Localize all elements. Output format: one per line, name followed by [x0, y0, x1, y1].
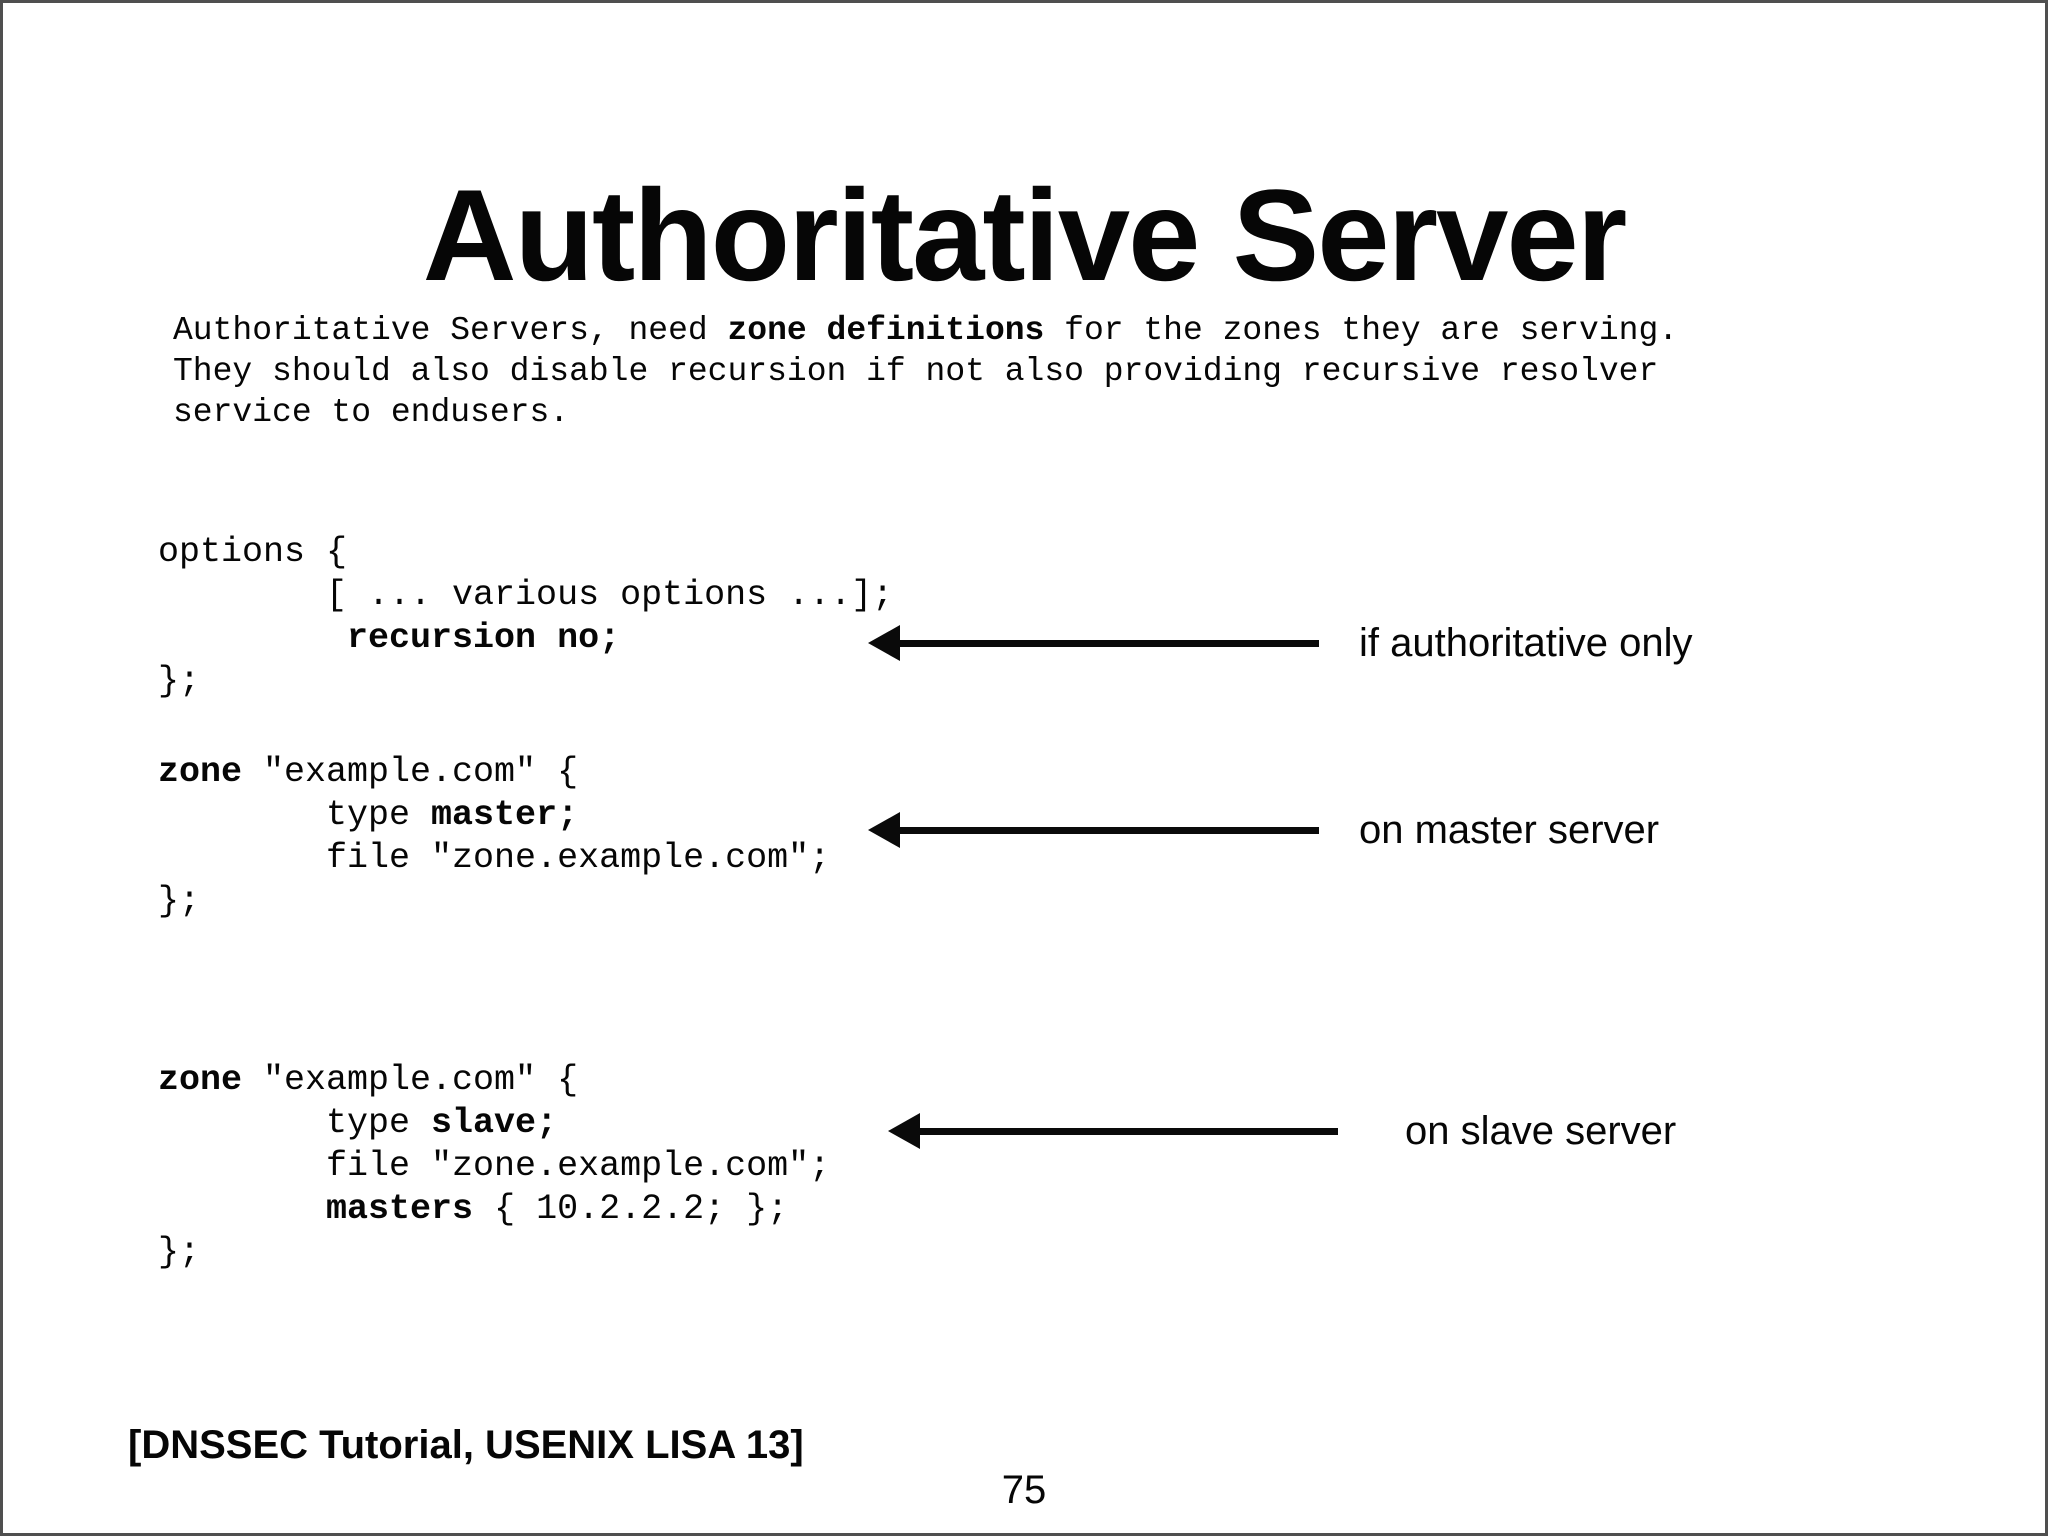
code-block-zone-slave: zone "example.com" { type slave; file "z…	[158, 1059, 830, 1274]
arrow-shaft	[896, 826, 1319, 834]
arrow-shaft	[916, 1127, 1338, 1135]
code-line: zone "example.com" {	[158, 751, 830, 794]
code-line: type slave;	[158, 1102, 830, 1145]
intro-text-lead: Authoritative Servers, need	[173, 312, 728, 349]
intro-text-bold-zone-definitions: zone definitions	[727, 312, 1045, 349]
code-text: options {	[158, 532, 348, 572]
code-text: "example.com" {	[242, 1060, 579, 1100]
code-line: };	[158, 880, 830, 923]
code-text-bold-zone: zone	[158, 1060, 243, 1100]
code-line: options {	[158, 531, 893, 574]
code-text-bold-masters: masters	[326, 1189, 474, 1229]
code-block-zone-master: zone "example.com" { type master; file "…	[158, 751, 830, 923]
code-text-bold-recursion-no: recursion no;	[347, 618, 621, 658]
code-text: type	[158, 1103, 432, 1143]
code-text: file "zone.example.com";	[158, 1146, 831, 1186]
code-line: file "zone.example.com";	[158, 1145, 830, 1188]
left-arrow-icon	[868, 812, 1319, 848]
left-arrow-icon	[868, 625, 1319, 661]
annotation-on-slave-server: on slave server	[1405, 1109, 1677, 1153]
slide-title: Authoritative Server	[422, 162, 1628, 309]
code-text: { 10.2.2.2; };	[473, 1189, 789, 1229]
code-line: };	[158, 660, 893, 703]
code-text: "example.com" {	[242, 752, 579, 792]
code-text	[158, 1189, 326, 1229]
code-line: };	[158, 1231, 830, 1274]
arrow-head-icon	[888, 1113, 920, 1149]
code-line: masters { 10.2.2.2; };	[158, 1188, 830, 1231]
code-line: file "zone.example.com";	[158, 837, 830, 880]
intro-text-tail: for the zones they are serving. They sho…	[173, 312, 1679, 431]
code-line: type master;	[158, 794, 830, 837]
code-text: };	[158, 661, 201, 701]
arrow-head-icon	[868, 812, 900, 848]
source-citation: [DNSSEC Tutorial, USENIX LISA 13]	[128, 1423, 804, 1467]
code-text-bold-master: master;	[431, 795, 579, 835]
code-line: recursion no;	[158, 617, 893, 660]
code-text-bold-zone: zone	[158, 752, 243, 792]
code-text	[158, 618, 347, 658]
page-number: 75	[1001, 1468, 1047, 1512]
code-text: };	[158, 881, 201, 921]
left-arrow-icon	[888, 1113, 1338, 1149]
code-text: };	[158, 1232, 201, 1272]
code-text: [ ... various options ...];	[158, 575, 894, 615]
annotation-on-master-server: on master server	[1359, 808, 1660, 852]
code-block-options: options { [ ... various options ...]; re…	[158, 531, 893, 703]
arrow-shaft	[896, 639, 1319, 647]
code-text: file "zone.example.com";	[158, 838, 831, 878]
intro-paragraph: Authoritative Servers, need zone definit…	[173, 310, 1678, 433]
annotation-if-authoritative-only: if authoritative only	[1359, 621, 1693, 665]
code-line: zone "example.com" {	[158, 1059, 830, 1102]
code-line: [ ... various options ...];	[158, 574, 893, 617]
code-text: type	[158, 795, 432, 835]
arrow-head-icon	[868, 625, 900, 661]
code-text-bold-slave: slave;	[431, 1103, 558, 1143]
